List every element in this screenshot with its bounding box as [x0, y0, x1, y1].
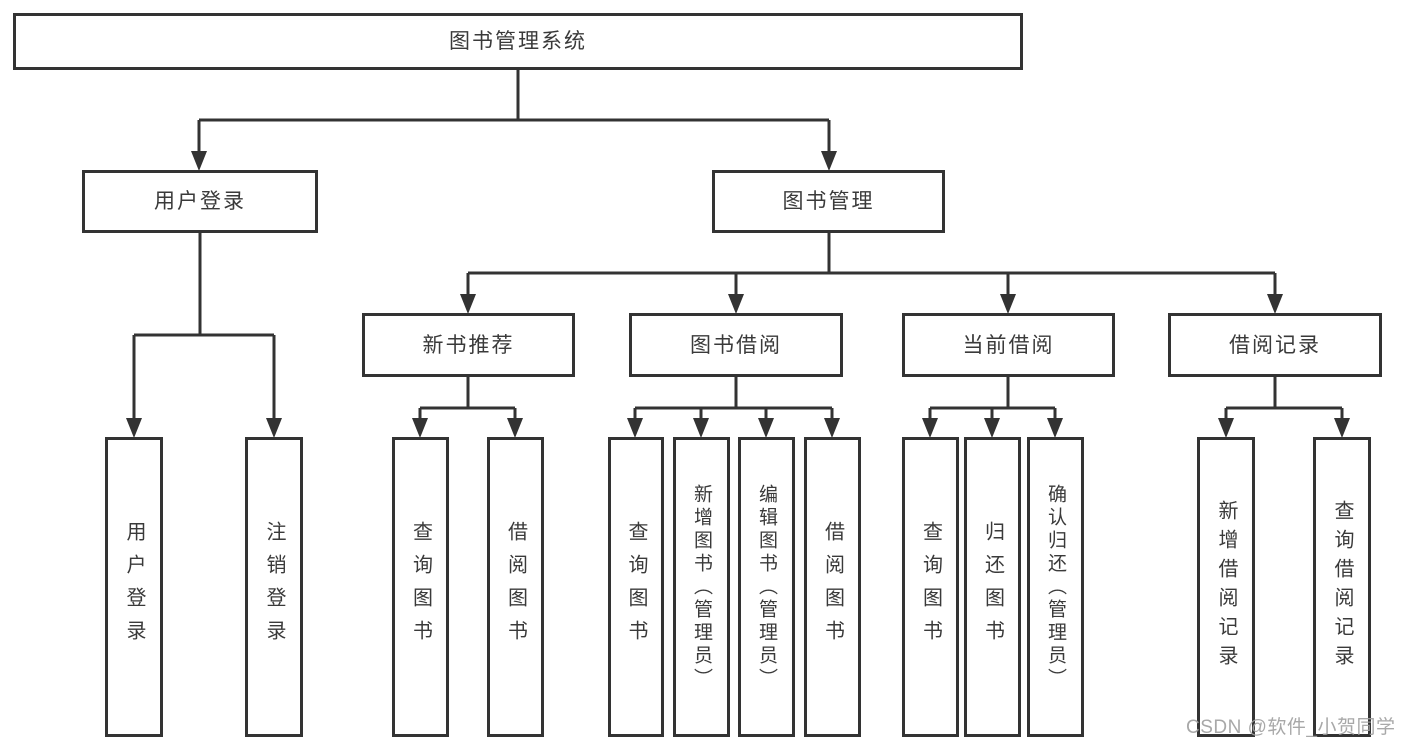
node-label: 编辑图书（管理员） [756, 483, 777, 691]
edge-records-to-leaves [1224, 377, 1344, 419]
edge-borrowing-to-leaves [633, 377, 834, 419]
arrow-down-icon [1334, 418, 1350, 438]
arrow-down-icon [412, 418, 428, 438]
node-label: 确认归还（管理员） [1045, 483, 1066, 691]
node-leaf-query-books-3: 查询图书 [902, 437, 959, 737]
edge-newbooks-to-leaves [418, 377, 517, 419]
arrow-down-icon [821, 151, 837, 171]
node-label: 归还图书 [981, 521, 1004, 653]
node-label: 注销登录 [263, 521, 285, 653]
node-leaf-confirm-return-admin: 确认归还（管理员） [1027, 437, 1084, 737]
node-label: 用户登录 [123, 521, 145, 653]
edge-root-to-level2 [197, 70, 831, 152]
edge-userlogin-to-leaves [132, 233, 276, 419]
tree-edges [132, 70, 1344, 419]
node-label: 借阅记录 [1229, 333, 1321, 357]
arrow-down-icon [1047, 418, 1063, 438]
node-new-book-recommendation: 新书推荐 [362, 313, 575, 377]
node-label: 查询图书 [919, 521, 942, 653]
arrow-down-icon [693, 418, 709, 438]
arrow-down-icon [922, 418, 938, 438]
node-label: 借阅图书 [821, 521, 844, 653]
node-label: 借阅图书 [504, 521, 527, 653]
node-label: 图书管理 [782, 190, 875, 213]
node-leaf-edit-books-admin: 编辑图书（管理员） [738, 437, 795, 737]
edge-bookmgmt-to-level3 [466, 233, 1277, 295]
node-leaf-query-borrow-record: 查询借阅记录 [1313, 437, 1371, 737]
node-book-management: 图书管理 [712, 170, 945, 233]
arrow-down-icon [460, 294, 476, 314]
node-label: 新书推荐 [422, 333, 515, 357]
node-label: 当前借阅 [962, 333, 1055, 357]
watermark: CSDN @软件_小贺同学 [1186, 717, 1396, 738]
arrow-down-icon [824, 418, 840, 438]
arrow-down-icon [191, 151, 207, 171]
node-leaf-user-login: 用户登录 [105, 437, 163, 737]
node-current-borrowing: 当前借阅 [902, 313, 1115, 377]
node-label: 查询图书 [409, 521, 432, 653]
node-leaf-borrow-books-2: 借阅图书 [804, 437, 861, 737]
node-book-borrowing: 图书借阅 [629, 313, 843, 377]
arrow-down-icon [126, 418, 142, 438]
edge-current-to-leaves [928, 377, 1057, 419]
node-leaf-add-borrow-record: 新增借阅记录 [1197, 437, 1255, 737]
node-borrowing-records: 借阅记录 [1168, 313, 1382, 377]
node-label: 查询图书 [625, 521, 647, 653]
node-library-management-system: 图书管理系统 [13, 13, 1023, 70]
node-label: 用户登录 [154, 190, 246, 213]
node-leaf-add-books-admin: 新增图书（管理员） [673, 437, 730, 737]
arrow-down-icon [758, 418, 774, 438]
arrow-down-icon [1218, 418, 1234, 438]
node-leaf-borrow-books-1: 借阅图书 [487, 437, 544, 737]
node-leaf-return-books: 归还图书 [964, 437, 1021, 737]
arrow-down-icon [1000, 294, 1016, 314]
node-label: 图书管理系统 [449, 30, 587, 53]
arrow-down-icon [728, 294, 744, 314]
arrow-down-icons [126, 151, 1350, 438]
node-leaf-query-books-1: 查询图书 [392, 437, 449, 737]
node-leaf-logout: 注销登录 [245, 437, 303, 737]
arrow-down-icon [984, 418, 1000, 438]
node-leaf-query-books-2: 查询图书 [608, 437, 664, 737]
node-user-login-group: 用户登录 [82, 170, 318, 233]
node-label: 查询借阅记录 [1331, 500, 1353, 674]
arrow-down-icon [266, 418, 282, 438]
node-label: 新增借阅记录 [1215, 500, 1237, 674]
node-label: 新增图书（管理员） [691, 483, 712, 691]
node-label: 图书借阅 [690, 333, 782, 357]
arrow-down-icon [627, 418, 643, 438]
arrow-down-icon [1267, 294, 1283, 314]
arrow-down-icon [507, 418, 523, 438]
